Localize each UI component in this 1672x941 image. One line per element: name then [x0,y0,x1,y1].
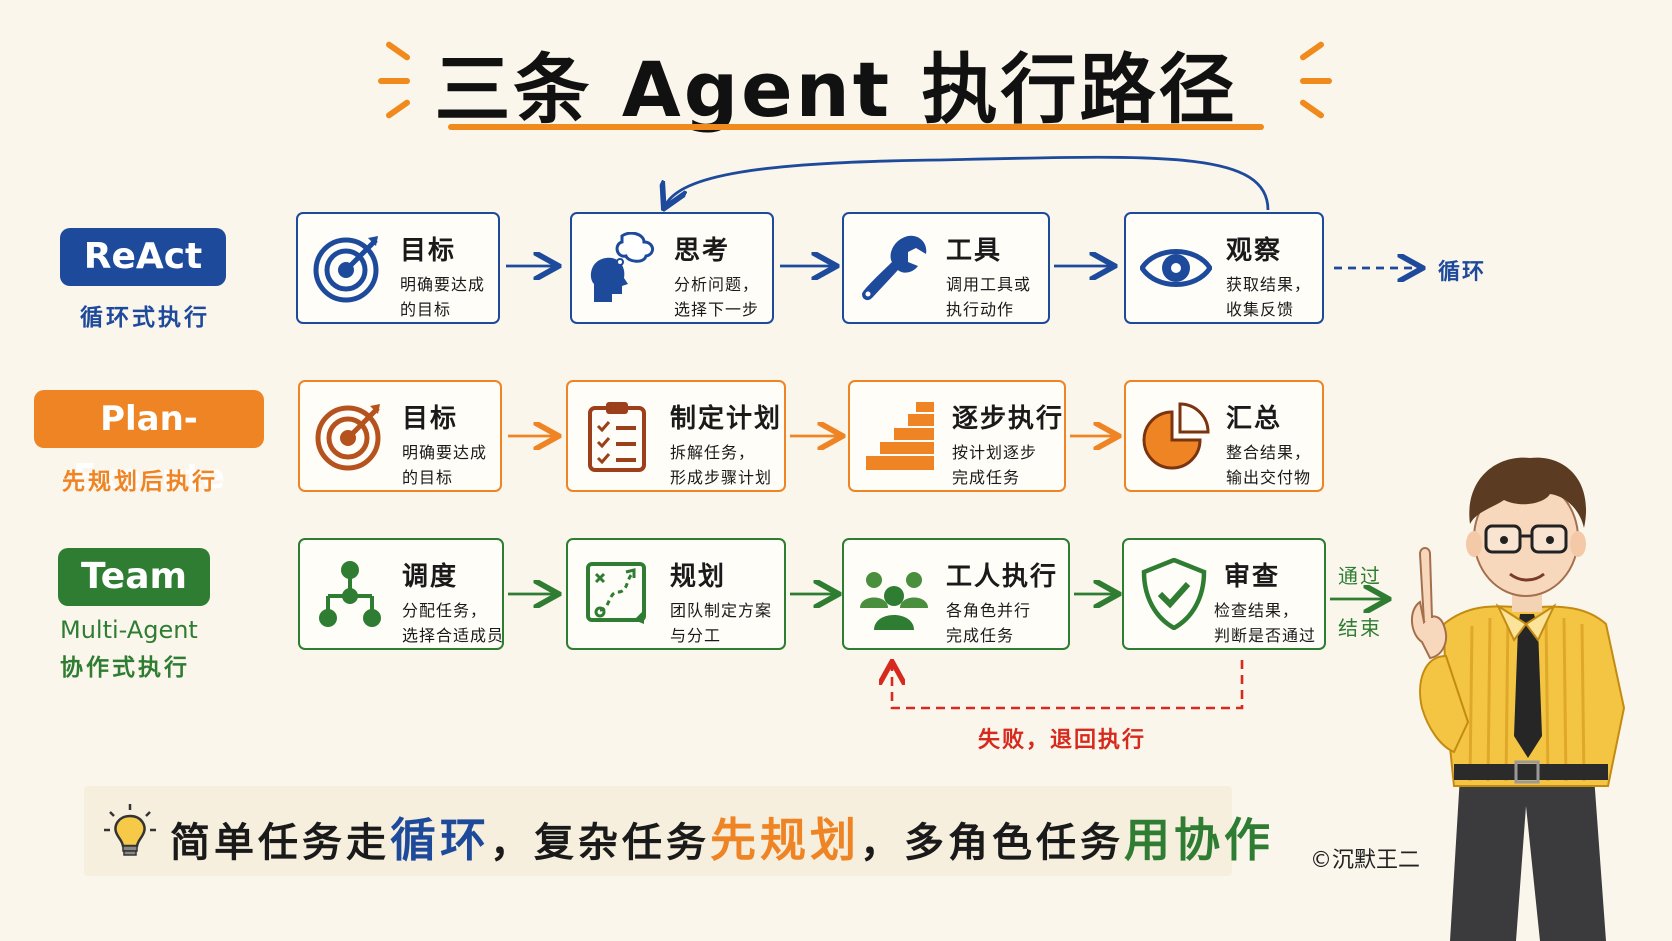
team-node-review: 审查 检查结果，判断是否通过 [1122,538,1326,650]
node-desc: 明确要达成的目标 [400,275,486,319]
node-desc: 调用工具或执行动作 [946,275,1032,319]
team-fail-label: 失败，退回执行 [978,728,1147,753]
team-subtitle-zh: 协作式执行 [60,655,190,681]
node-title: 汇总 [1226,404,1283,434]
plan-node-execute: 逐步执行 按计划逐步完成任务 [848,380,1066,492]
node-desc: 整合结果，输出交付物 [1226,443,1312,487]
plan-node-summary: 汇总 整合结果，输出交付物 [1124,380,1324,492]
node-title: 制定计划 [670,404,783,434]
react-node-think: 思考 分析问题，选择下一步 [570,212,774,324]
node-desc: 拆解任务，形成步骤计划 [670,443,773,487]
react-node-tool: 工具 调用工具或执行动作 [842,212,1050,324]
team-node-plan: 规划 团队制定方案与分工 [566,538,786,650]
node-title: 规划 [670,562,727,592]
node-title: 逐步执行 [952,404,1065,434]
team-badge: Team [58,548,210,606]
react-subtitle: 循环式执行 [80,305,210,331]
page-title: 三条 Agent 执行路径 [434,45,1238,134]
node-desc: 明确要达成的目标 [402,443,488,487]
wrench-icon [862,235,927,301]
stairs-icon [866,402,934,470]
target-icon [315,404,381,471]
react-loop-label: 循环 [1438,260,1487,285]
tip-highlight-plan: 先规划 [710,813,860,867]
target-icon [313,236,379,303]
team-pass-label: 通过 [1338,564,1382,588]
node-title: 目标 [402,404,459,434]
clipboard-checklist-icon [588,402,646,472]
node-title: 调度 [402,562,459,592]
react-node-observe: 观察 获取结果，收集反馈 [1124,212,1324,324]
node-desc: 团队制定方案与分工 [670,601,773,645]
team-node-workers: 工人执行 各角色并行完成任务 [842,538,1070,650]
org-chart-icon [319,561,381,627]
react-loop-arrow [665,155,1270,210]
node-desc: 各角色并行完成任务 [946,601,1032,645]
strategy-board-icon [586,562,646,624]
presenter-character-illustration [1411,457,1626,941]
team-node-dispatch: 调度 分配任务，选择合适成员 [298,538,504,650]
node-title: 观察 [1226,236,1283,266]
plan-badge: Plan-Execute [34,390,264,497]
node-title: 目标 [400,236,457,266]
team-subtitle-en: Multi-Agent [60,616,198,644]
node-desc: 检查结果，判断是否通过 [1214,601,1317,645]
team-people-icon [860,572,928,630]
plan-node-make-plan: 制定计划 拆解任务，形成步骤计划 [566,380,786,492]
pie-chart-icon [1142,402,1210,470]
tip-banner: 简单任务走循环，复杂任务先规划，多角色任务用协作 [84,786,1270,876]
copyright: ©沉默王二 [1310,848,1421,873]
shield-check-icon [1141,558,1207,630]
react-node-goal: 目标 明确要达成的目标 [296,212,500,324]
eye-icon [1140,249,1212,287]
plan-node-goal: 目标 明确要达成的目标 [298,380,502,492]
node-title: 审查 [1224,562,1281,592]
lightbulb-icon [104,804,156,856]
tip-highlight-loop: 循环 [390,813,490,867]
node-desc: 获取结果，收集反馈 [1226,275,1312,319]
node-title: 工人执行 [946,562,1059,592]
team-fail-arrow [892,660,1244,710]
react-badge: ReAct [60,228,226,286]
node-desc: 按计划逐步完成任务 [952,443,1038,487]
tip-highlight-team: 用协作 [1124,813,1274,867]
title-underline [448,124,1264,130]
node-title: 工具 [946,236,1003,266]
node-title: 思考 [674,236,731,266]
node-desc: 分析问题，选择下一步 [674,275,760,319]
plan-subtitle: 先规划后执行 [62,469,218,495]
team-end-label: 结束 [1338,616,1382,640]
tip-text: 简单任务走循环，复杂任务先规划，多角色任务用协作 [170,813,1274,867]
thinking-head-icon [590,232,654,302]
node-desc: 分配任务，选择合适成员 [402,601,505,645]
